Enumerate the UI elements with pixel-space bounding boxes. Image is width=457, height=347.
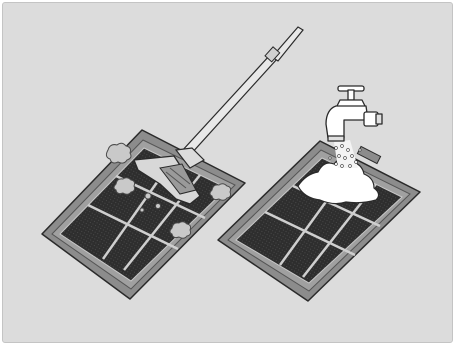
dust-cloud-icon: [106, 143, 131, 163]
dust-cloud-icon: [210, 184, 231, 201]
dust-cloud-icon: [170, 222, 191, 239]
water-tap-icon: [326, 86, 382, 141]
dust-particle: [156, 204, 161, 209]
dust-particle: [140, 208, 144, 212]
left-filter: [42, 130, 245, 299]
right-filter: [218, 141, 420, 301]
dust-particle: [145, 193, 151, 199]
vacuum-tube: [181, 55, 277, 155]
dust-cloud-icon: [114, 178, 135, 195]
